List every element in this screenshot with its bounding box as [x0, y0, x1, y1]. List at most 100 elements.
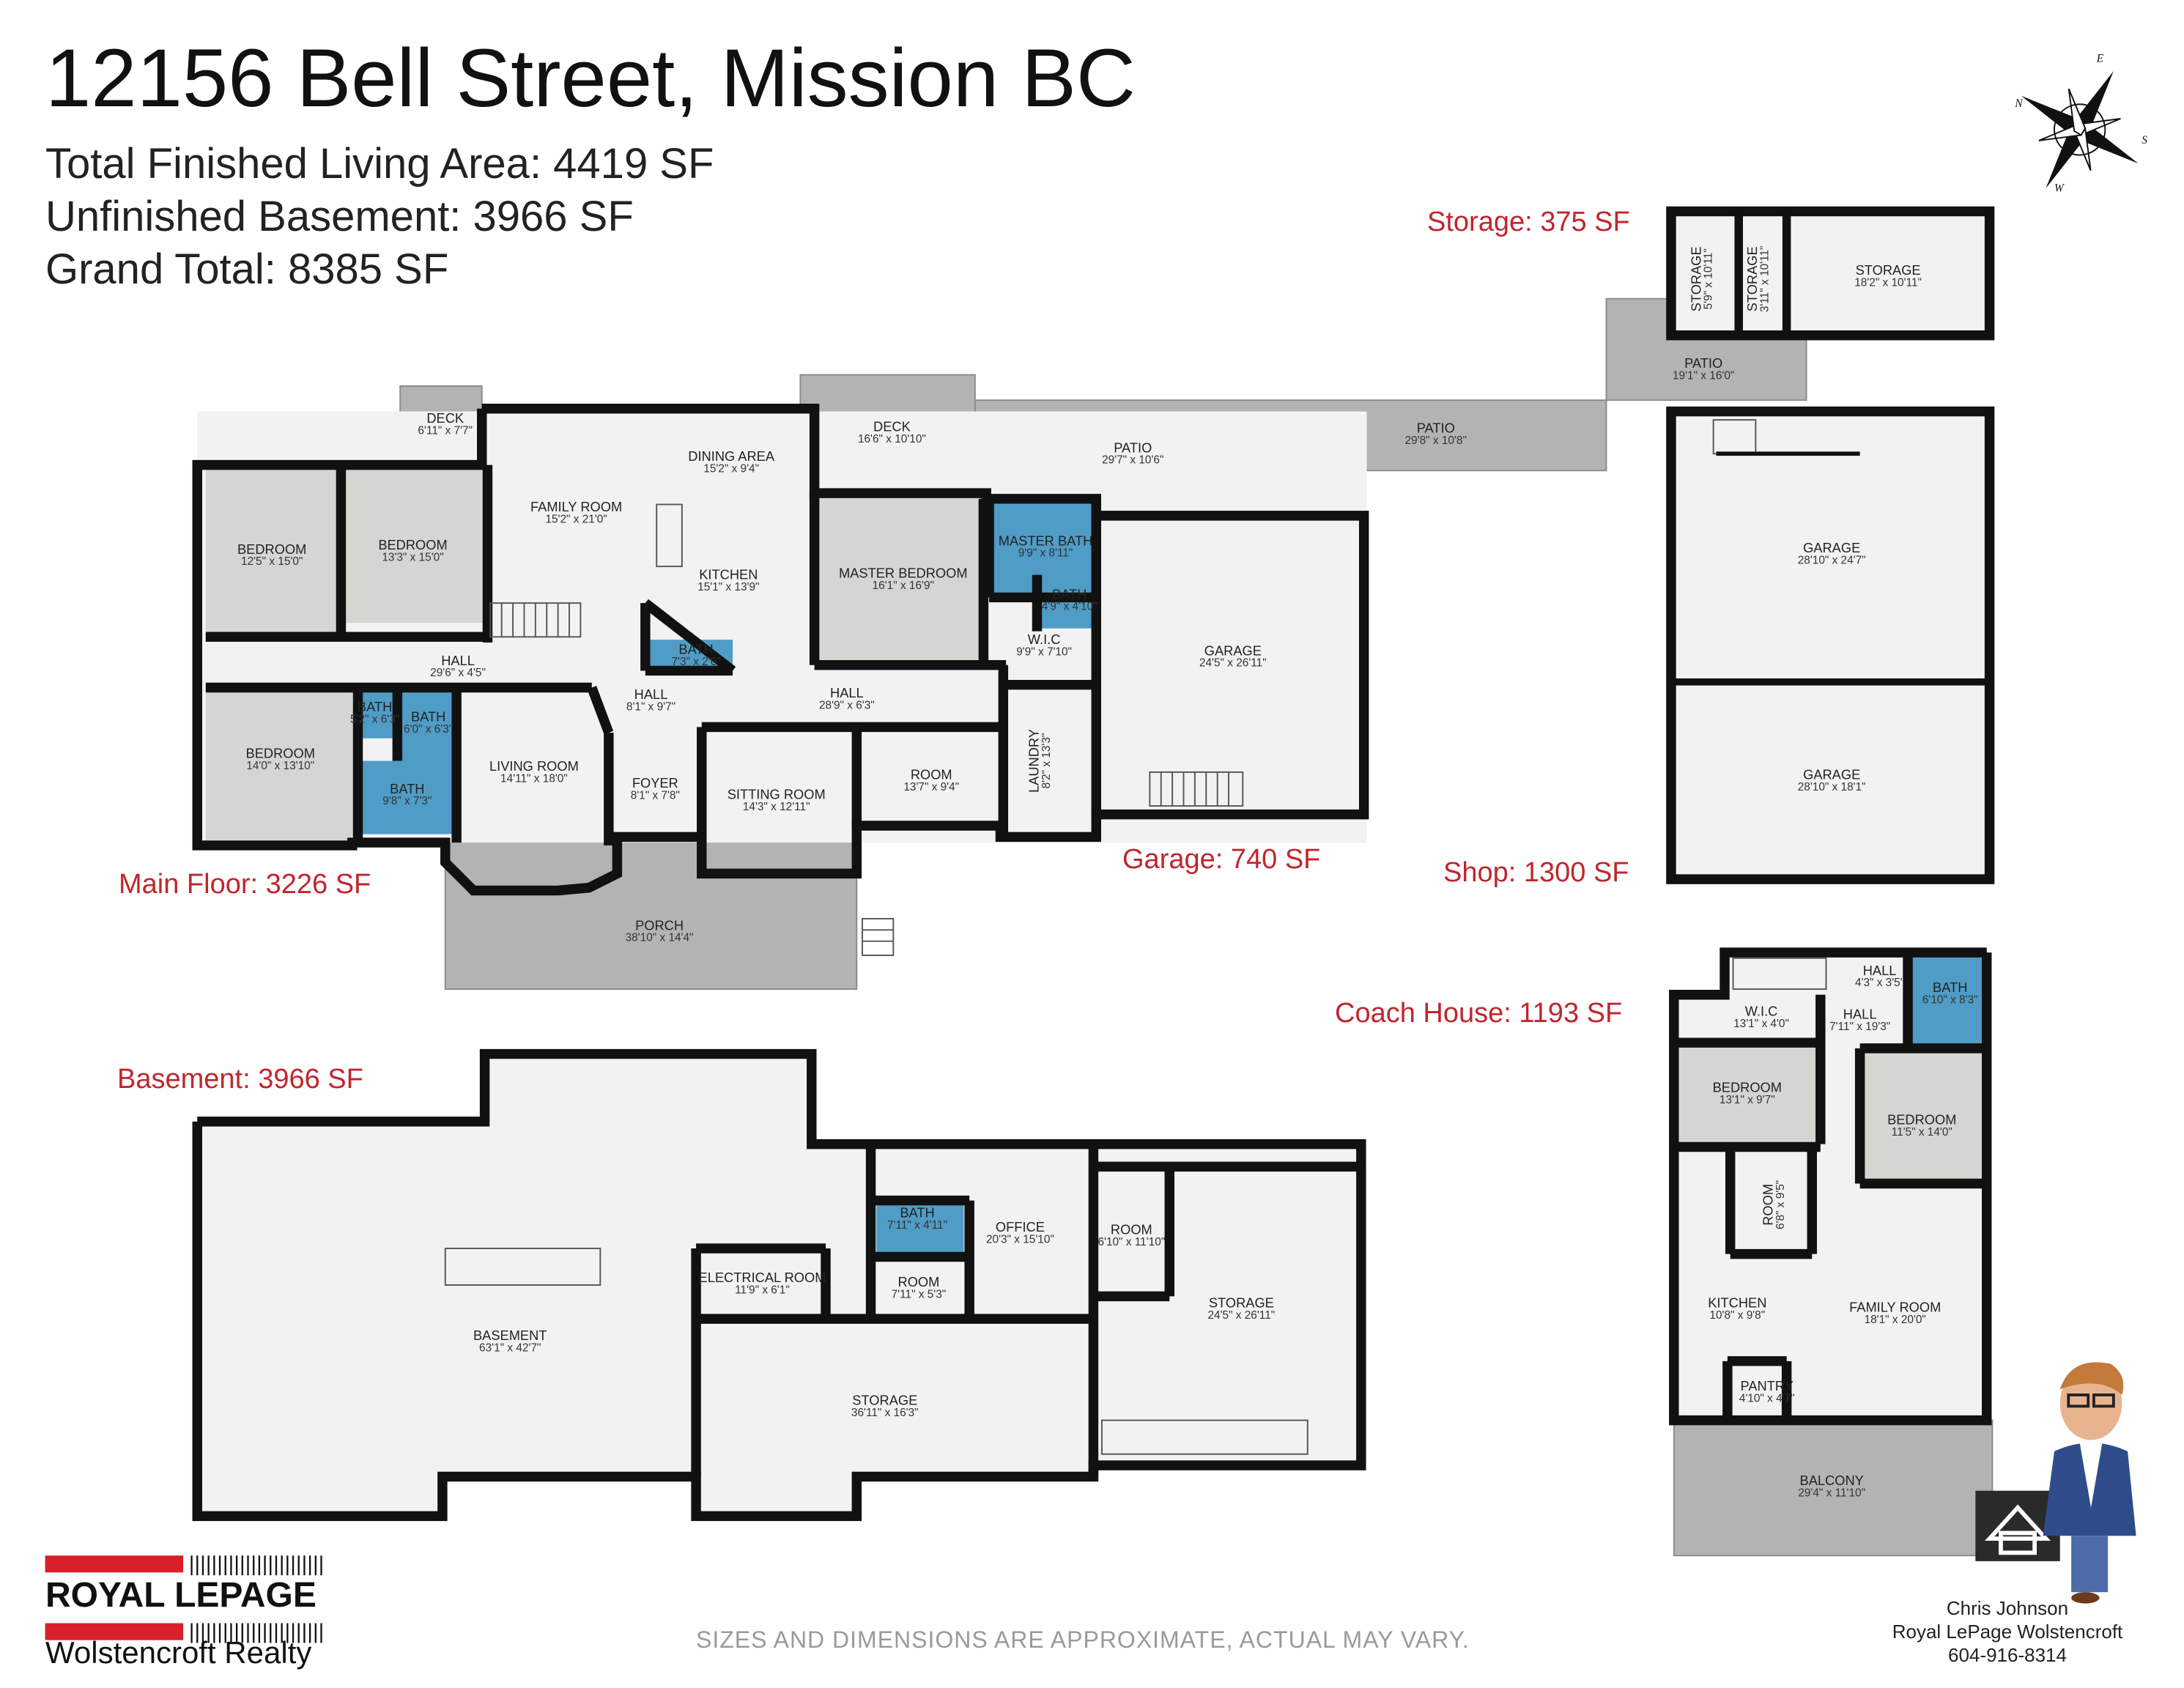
room-dim: 7'11" x 19'3" — [1829, 1021, 1890, 1033]
garage-area-label: Garage: 740 SF — [1122, 844, 1321, 875]
agent-phone: 604-916-8314 — [1948, 1644, 2067, 1666]
room-name: BATH — [411, 709, 445, 725]
main-floor-area-label: Main Floor: 3226 SF — [119, 869, 371, 900]
room-name: ROOM — [911, 767, 952, 782]
bath-c-fill — [358, 760, 457, 834]
master-bedroom-fill — [814, 495, 984, 665]
room-dim: 7'11" x 5'3" — [892, 1288, 947, 1300]
room-name: FAMILY ROOM — [530, 499, 622, 514]
room-dim: 11'5" x 14'0" — [1892, 1126, 1952, 1139]
room-name: DINING AREA — [688, 448, 775, 464]
room-dim: 4'9" x 4'10" — [1042, 601, 1097, 613]
room-dim: 6'10" x 11'10" — [1097, 1236, 1165, 1248]
room-dim: 4'3" x 3'5" — [1855, 977, 1904, 989]
room-name: BASEMENT — [473, 1328, 547, 1343]
room-name: BATH — [900, 1205, 934, 1221]
agent-company: Royal LePage Wolstencroft — [1892, 1621, 2123, 1643]
coach-house — [1669, 947, 1992, 1426]
room-name: PATIO — [1417, 420, 1455, 435]
room-name: STORAGE — [1688, 246, 1703, 311]
room-dim: 16'6" x 10'10" — [858, 433, 926, 445]
compass-w: W — [2054, 182, 2065, 195]
bath-b-fill — [400, 690, 457, 764]
room-dim: 63'1" x 42'7" — [479, 1341, 541, 1354]
room-dim: 6'0" x 6'3" — [404, 723, 453, 736]
room-dim: 13'7" x 9'4" — [903, 781, 959, 793]
room-dim: 7'3" x 2'6" — [671, 656, 720, 668]
room-dim: 15'2" x 9'4" — [703, 462, 759, 475]
room-dim: 13'3" x 15'0" — [382, 551, 443, 563]
page-title: 12156 Bell Street, Mission BC — [45, 32, 1136, 124]
room-dim: 7'11" x 4'11" — [887, 1219, 947, 1232]
room-dim: 3'11" x 10'11" — [1759, 245, 1772, 312]
agent-name: Chris Johnson — [1946, 1597, 2069, 1619]
room-name: KITCHEN — [1708, 1295, 1766, 1311]
room-name: BATH — [1052, 586, 1087, 601]
room-dim: 18'2" x 10'11" — [1854, 276, 1922, 289]
room-name: HALL — [441, 653, 475, 668]
room-dim: 12'5" x 15'0" — [241, 555, 303, 568]
room-name: BEDROOM — [1887, 1112, 1956, 1128]
room-dim: 15'2" x 21'0" — [545, 514, 607, 526]
room-name: GARAGE — [1803, 767, 1860, 782]
bath-m-fill — [1040, 577, 1094, 629]
room-name: BATH — [390, 781, 424, 796]
room-name: BATH — [358, 699, 392, 714]
bath-a-fill — [358, 690, 398, 738]
room-dim: 14'0" x 13'10" — [246, 760, 314, 772]
room-name: MASTER BEDROOM — [839, 566, 968, 581]
room-name: W.I.C — [1028, 632, 1061, 647]
room-name: PANTRY — [1741, 1378, 1794, 1393]
room-dim: 4'10" x 4'7" — [1739, 1393, 1795, 1405]
room-dim: 20'3" x 15'10" — [986, 1233, 1054, 1245]
room-dim: 36'11" x 16'3" — [851, 1407, 919, 1419]
room-dim: 8'1" x 9'7" — [626, 700, 675, 713]
compass-n: N — [2014, 97, 2023, 110]
room-name: ELECTRICAL ROOM — [699, 1270, 826, 1285]
room-name: DECK — [873, 419, 911, 434]
room-dim: 19'1" x 16'0" — [1673, 369, 1734, 382]
room-name: HALL — [634, 686, 668, 702]
ch-bedroom-1-fill — [1676, 1045, 1818, 1144]
room-dim: 11'9" x 6'1" — [735, 1284, 790, 1297]
room-dim: 14'3" x 12'11" — [743, 801, 810, 813]
room-dim: 9'9" x 7'10" — [1016, 645, 1072, 658]
shop-building — [1666, 406, 1995, 884]
room-name: W.I.C — [1745, 1004, 1778, 1019]
room-dim: 15'1" x 13'9" — [697, 581, 759, 593]
room-name: MASTER BATH — [999, 533, 1093, 548]
room-labels: DECK 6'11" x 7'7" DECK 16'6" x 10'10" PA… — [237, 245, 1978, 1499]
room-dim: 6'8" x 9'5" — [1774, 1180, 1787, 1229]
compass-s: S — [2142, 134, 2147, 147]
room-dim: 28'10" x 24'7" — [1798, 554, 1866, 566]
room-name: ROOM — [1111, 1222, 1152, 1237]
room-name: KITCHEN — [699, 566, 758, 582]
room-name: BATH — [678, 641, 713, 656]
room-dim: 28'9" x 6'3" — [819, 699, 875, 711]
room-name: HALL — [830, 685, 864, 700]
room-dim: 6'11" x 7'7" — [418, 424, 473, 437]
room-dim: 9'8" x 7'3" — [382, 795, 432, 807]
bedroom-1-fill — [205, 467, 341, 637]
room-name: BALCONY — [1800, 1473, 1864, 1488]
room-name: ROOM — [898, 1274, 940, 1289]
room-name: LIVING ROOM — [489, 758, 579, 774]
compass-e: E — [2096, 53, 2104, 65]
storage-area-label: Storage: 375 SF — [1427, 207, 1630, 237]
balcony — [1673, 1419, 1994, 1557]
room-dim: 13'1" x 9'7" — [1720, 1094, 1775, 1106]
room-name: GARAGE — [1803, 540, 1860, 555]
room-name: LAUNDRY — [1026, 729, 1041, 793]
room-name: GARAGE — [1204, 643, 1262, 658]
room-name: BEDROOM — [1713, 1079, 1782, 1095]
room-dim: 13'1" x 4'0" — [1733, 1018, 1789, 1030]
room-dim: 29'8" x 10'8" — [1405, 434, 1467, 447]
room-name: PORCH — [635, 917, 684, 933]
room-name: STORAGE — [1856, 262, 1921, 278]
room-name: ROOM — [1760, 1184, 1775, 1226]
room-name: HALL — [1863, 963, 1897, 978]
agent-caricature — [2043, 1362, 2136, 1604]
royal-lepage-logo — [45, 1555, 322, 1643]
room-name: BEDROOM — [237, 541, 306, 557]
